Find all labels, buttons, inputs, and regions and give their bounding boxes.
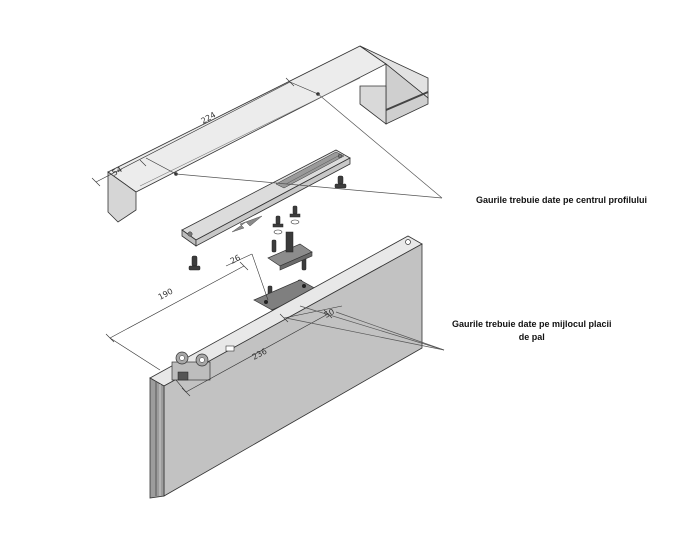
leader-lines (175, 93, 445, 351)
profile-holes-note-text: Gaurile trebuie date pe centrul profilul… (476, 195, 648, 205)
board-holes-note-line2: de pal (518, 332, 545, 342)
clamp-bracket (267, 231, 313, 271)
roller-carriage (171, 351, 211, 381)
profile-holes-note: Gaurile trebuie date pe centrul profilul… (476, 194, 647, 207)
profile-dimensions (91, 77, 319, 187)
clamp-center-label: 50 (323, 307, 336, 320)
board-holes-note: Gaurile trebuie date pe mijlocul placii … (452, 318, 612, 344)
aluminium-profile (107, 45, 429, 223)
mounting-screws (188, 175, 347, 297)
washers (273, 219, 300, 235)
board-dimensions (105, 253, 343, 397)
profile-offset-label: 54 (111, 165, 124, 178)
slide-direction-arrow-icon (231, 215, 263, 233)
clamp-offset-label: 26 (229, 253, 242, 266)
board-holes-note-line1: Gaurile trebuie date pe mijlocul placii (452, 319, 612, 329)
soft-close-damper (181, 149, 351, 247)
particle-board-door (149, 235, 423, 499)
board-offset-label: 190 (157, 287, 175, 302)
